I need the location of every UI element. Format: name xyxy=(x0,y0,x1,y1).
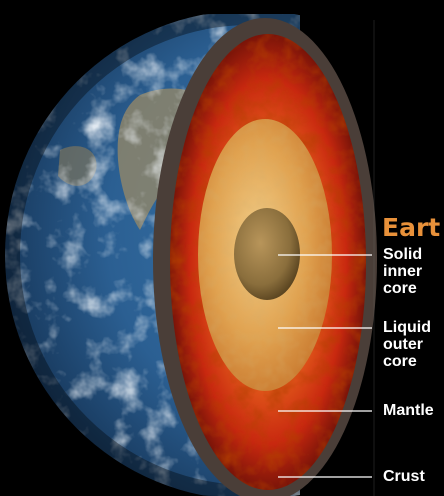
label-mantle: Mantle xyxy=(383,402,434,419)
inner-core-layer xyxy=(234,208,300,300)
diagram-title: Eart xyxy=(382,213,441,242)
label-inner-core: Solid inner core xyxy=(383,246,423,297)
label-outer-core: Liquid outer core xyxy=(383,319,431,370)
label-crust: Crust xyxy=(383,468,425,485)
